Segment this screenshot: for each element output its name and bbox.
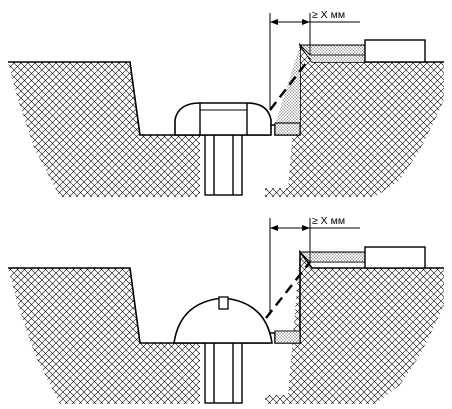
hex-head-icon: [174, 102, 272, 136]
dimension-label: ≥ X мм: [312, 215, 345, 227]
cover-plate: [364, 39, 426, 63]
screw-shank: [204, 342, 243, 404]
dimension-x: ≥ X мм: [269, 9, 360, 108]
clearance-dashed-line: [269, 57, 311, 111]
bolt-shank: [204, 134, 243, 196]
sealant-layer: [275, 45, 365, 135]
figure-round-screw: ≥ X мм: [8, 215, 444, 404]
round-slotted-head-icon: [173, 296, 273, 344]
base-material: [8, 252, 444, 404]
dimension-x: ≥ X мм: [269, 215, 360, 315]
sealant-corner: [274, 330, 301, 344]
sealant-corner: [274, 122, 301, 136]
clearance-dashed-line: [265, 261, 311, 319]
dimension-label: ≥ X мм: [312, 9, 345, 21]
cover-plate: [364, 246, 426, 269]
base-material: [8, 45, 444, 197]
figure-hex-bolt: ≥ X мм: [8, 9, 444, 197]
